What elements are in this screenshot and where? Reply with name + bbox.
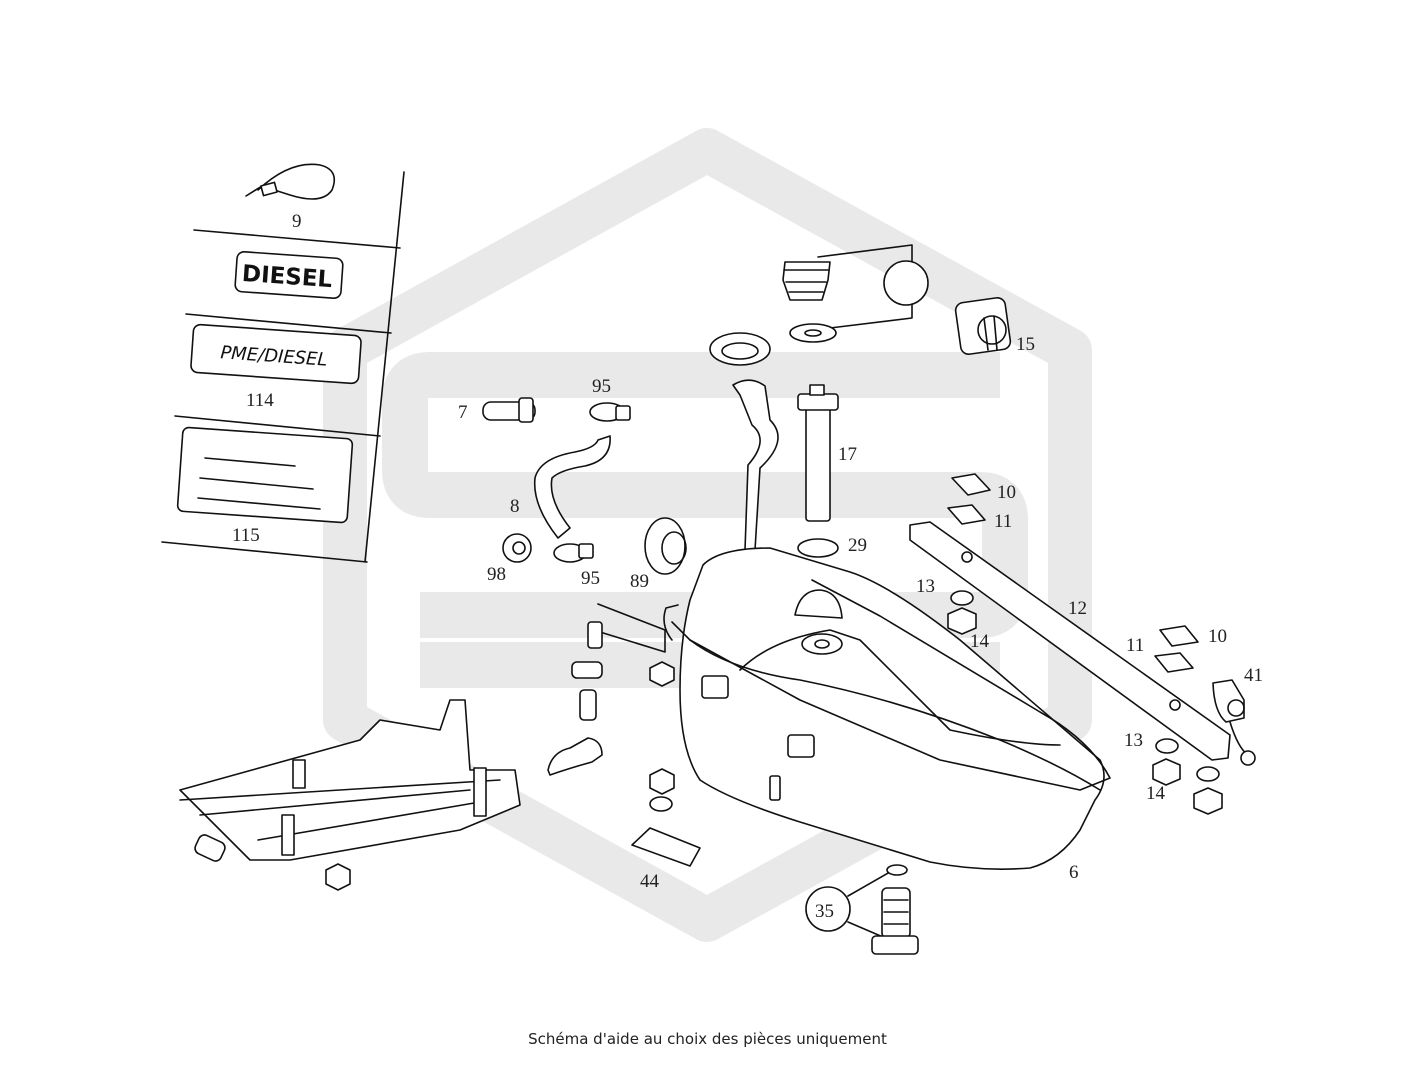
label-35: 35: [815, 901, 834, 922]
label-95-upper: 95: [592, 376, 611, 397]
label-44: 44: [640, 871, 660, 892]
label-11-upper: 11: [994, 511, 1012, 532]
level-sensor-17: [797, 384, 839, 522]
label-98: 98: [487, 564, 506, 585]
filler-neck: [732, 379, 779, 551]
label-95-lower: 95: [581, 568, 600, 589]
label-17: 17: [838, 444, 857, 465]
grommet-98: [502, 533, 532, 563]
pipe-fittings: [547, 603, 666, 776]
connector-41: [1212, 679, 1256, 766]
fuel-sender-15: [954, 297, 1012, 355]
label-15: 15: [1016, 334, 1035, 355]
diesel-decal: [234, 251, 344, 299]
hose-clamp-7: [482, 397, 536, 423]
tank-strap-12: [909, 521, 1231, 761]
label-114: 114: [246, 390, 274, 411]
decal-panel: DIESEL PME/DIESEL: [161, 163, 405, 563]
label-13-lower: 13: [1124, 730, 1143, 751]
label-14-upper: 14: [970, 631, 990, 652]
label-115: 115: [232, 525, 260, 546]
grommet-89: [644, 517, 687, 575]
hose-8: [533, 435, 611, 539]
fuel-tank-6: [663, 547, 1111, 870]
callout-labels: 9 114 115 7 95 8 98 95 89 17 29 15 10 11…: [232, 211, 1263, 922]
label-7: 7: [458, 402, 468, 423]
blank-label-decal: [176, 426, 354, 524]
label-29: 29: [848, 535, 867, 556]
label-89: 89: [630, 571, 649, 592]
hose-clamp-95-lower: [553, 543, 594, 563]
label-11-lower: 11: [1126, 635, 1144, 656]
clips-10-11: [947, 473, 1199, 673]
seal-ring-29: [797, 538, 839, 558]
label-9: 9: [292, 211, 302, 232]
bracket-44: [631, 827, 701, 867]
label-12: 12: [1068, 598, 1087, 619]
label-10-upper: 10: [997, 482, 1016, 503]
cable-tie-icon: [245, 163, 336, 200]
skid-guard: [179, 699, 521, 891]
label-6: 6: [1069, 862, 1079, 883]
diagram-caption: Schéma d'aide au choix des pièces unique…: [528, 1030, 887, 1048]
filler-cap-seal: [709, 332, 771, 366]
washers-nuts: [649, 590, 1223, 815]
pme-diesel-decal: [190, 323, 362, 385]
filler-cap: [782, 244, 929, 343]
drain-plug-35: [805, 864, 919, 955]
label-13-upper: 13: [916, 576, 935, 597]
label-41: 41: [1244, 665, 1263, 686]
hose-clamp-95-upper: [589, 402, 631, 422]
diesel-decal-text: DIESEL: [241, 261, 333, 293]
label-10-lower: 10: [1208, 626, 1227, 647]
label-14-lower: 14: [1146, 783, 1166, 804]
label-8: 8: [510, 496, 520, 517]
